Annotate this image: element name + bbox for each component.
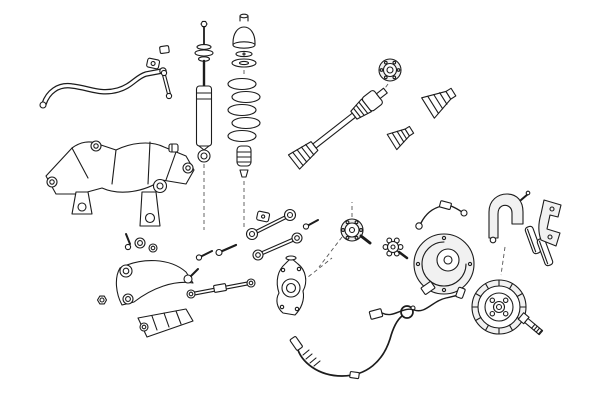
coil-spring xyxy=(227,77,261,143)
retaining-clip xyxy=(168,143,179,153)
stabilizer-bar xyxy=(39,67,173,109)
lower-control-arm xyxy=(115,259,199,306)
spring-seat xyxy=(231,58,257,68)
cv-stub-flange xyxy=(382,237,409,260)
upper-links xyxy=(245,208,303,261)
brake-hose xyxy=(415,200,468,230)
rear-subframe xyxy=(45,140,195,227)
parking-brake-cable xyxy=(289,305,416,380)
abs-sensor-cable xyxy=(368,286,466,320)
drive-shaft xyxy=(287,87,388,170)
brake-drum xyxy=(471,279,527,335)
brake-pads xyxy=(524,225,554,267)
cv-boot-inner xyxy=(386,125,415,151)
tie-rod xyxy=(186,278,256,299)
small-fasteners xyxy=(96,219,319,305)
wheel-hub-carrier xyxy=(276,255,307,316)
control-arm-bracket xyxy=(137,308,194,338)
stabilizer-clamps xyxy=(146,45,170,70)
strut-top-mount xyxy=(232,13,256,58)
wheel-bolt xyxy=(517,312,544,336)
drive-flange xyxy=(340,218,372,245)
bump-stop xyxy=(236,145,252,178)
caliper-carrier xyxy=(538,199,562,247)
cv-boot-outer xyxy=(421,87,457,119)
leader-lines xyxy=(203,70,506,282)
cv-joint xyxy=(378,58,402,82)
subframe-bushings xyxy=(124,233,158,253)
brake-caliper xyxy=(488,190,531,244)
shock-absorber xyxy=(194,20,214,163)
brake-backing-plate xyxy=(413,233,475,295)
